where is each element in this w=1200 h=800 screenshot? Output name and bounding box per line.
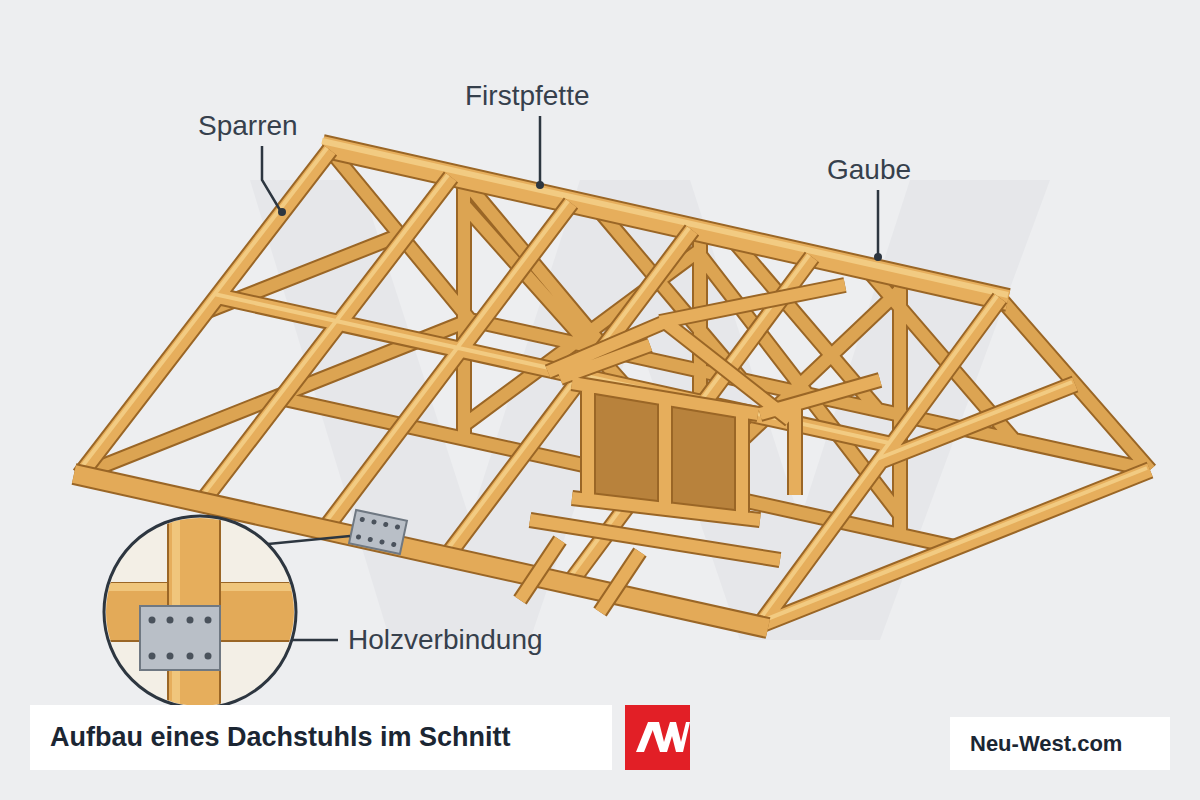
leader-line	[268, 536, 350, 544]
website-box: Neu-West.com	[950, 717, 1170, 770]
title-box: Aufbau eines Dachstuhls im Schnitt	[30, 705, 612, 770]
part-label: Holzverbindung	[348, 624, 543, 656]
part-label: Sparren	[198, 110, 298, 142]
website-label: Neu-West.com	[970, 731, 1122, 757]
zoom-ring	[104, 516, 296, 708]
leader-dots	[278, 181, 882, 261]
leader-lines	[262, 116, 878, 640]
zoom-detail	[100, 510, 300, 720]
dormer-beam	[520, 285, 880, 612]
title: Aufbau eines Dachstuhls im Schnitt	[50, 722, 511, 753]
logo	[625, 705, 690, 770]
part-label: Gaube	[827, 154, 911, 186]
part-label: Firstpfette	[465, 80, 589, 112]
metal-plate	[349, 510, 407, 554]
dormer-outline	[520, 285, 880, 612]
